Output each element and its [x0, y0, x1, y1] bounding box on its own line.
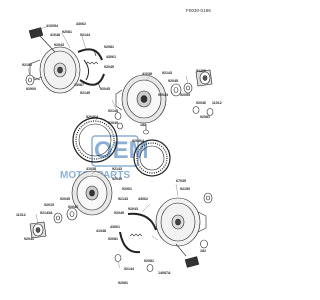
part-label: 92143 — [118, 197, 128, 201]
part-label: 92041 — [24, 237, 34, 241]
part-label: 92143A — [40, 211, 53, 215]
part-label: 41038 — [86, 167, 96, 171]
reference-code: F0030-0186 — [186, 8, 211, 13]
part-label: 92049 — [114, 211, 124, 215]
part-label: 92150 — [22, 63, 32, 67]
washer-bottom-right — [203, 192, 213, 204]
part-label: 92143 — [162, 71, 172, 75]
brake-drum-exploded-diagram: F0030-0186 OEM MOTORPARTS — [16, 8, 222, 285]
part-label: 92144 — [80, 33, 90, 37]
part-label: 11012 — [16, 213, 26, 217]
washers-mid — [114, 112, 123, 130]
part-label: 92143 — [112, 167, 122, 171]
part-label: 41048 — [50, 33, 60, 37]
small-bolts-top — [143, 106, 214, 135]
part-label: 92049 — [104, 65, 114, 69]
cam-lever-bottom — [175, 243, 200, 268]
part-label: 43061 — [106, 55, 116, 59]
part-label: 92200 — [196, 69, 206, 73]
ring-gear-top — [72, 117, 118, 163]
part-label: 92081 — [108, 237, 118, 241]
part-label: 92145 — [80, 91, 90, 95]
ring-gear-mid — [133, 139, 171, 177]
watermark-text: OEM — [94, 137, 149, 164]
hub-cap-bottom — [29, 221, 47, 239]
part-label: 92043 — [54, 43, 64, 47]
brake-drum-bottom — [71, 170, 113, 216]
part-label: 92046 — [68, 205, 78, 209]
part-number-labels: 410054 43062 92081 41048 92043 92144 920… — [16, 22, 222, 285]
part-label: 92081 — [144, 259, 154, 263]
part-label: 67035 — [176, 179, 186, 183]
part-label: 41038 — [142, 72, 152, 76]
part-label: 92046 — [196, 101, 206, 105]
part-label: 182 — [200, 249, 206, 253]
part-label: 92900 — [26, 87, 36, 91]
part-label: 92081 — [118, 281, 128, 285]
part-label: 92045 — [100, 87, 110, 91]
cam-lever-top — [28, 27, 56, 53]
part-label: 92144 — [124, 267, 134, 271]
part-label: 14087 — [74, 83, 84, 87]
part-label: 92015 — [44, 203, 54, 207]
part-label: 43061 — [110, 225, 120, 229]
part-label: 820464 — [132, 139, 144, 143]
bearing-top — [170, 82, 193, 97]
part-label: 92043 — [158, 93, 168, 97]
part-label: 92045 — [60, 197, 70, 201]
part-label: 92049 — [112, 177, 122, 181]
brake-shoes-bottom — [119, 212, 157, 254]
brake-panel-top — [29, 46, 81, 94]
part-label: 92081 — [62, 30, 72, 34]
part-label: 92143 — [108, 109, 118, 113]
part-label: 182 — [140, 123, 146, 127]
part-label: 43062 — [138, 197, 148, 201]
brake-shoes-top — [77, 48, 105, 89]
part-label: 820464 — [86, 115, 98, 119]
bolt-top-left — [25, 74, 43, 86]
part-label: 92150 — [180, 187, 190, 191]
shoe-spring-top — [85, 61, 99, 65]
part-label: 410054 — [46, 24, 58, 28]
bolts-bottom — [114, 239, 208, 272]
brake-panel-bottom — [155, 197, 207, 247]
part-label: 92043 — [128, 207, 138, 211]
hub-cap-top — [195, 69, 213, 87]
part-label: 92001 — [122, 187, 132, 191]
part-label: 14087A — [158, 271, 171, 275]
bearing-bottom — [53, 207, 78, 224]
brake-drum-top — [115, 74, 167, 124]
part-label: 92049 — [108, 121, 118, 125]
part-label: 43062 — [76, 22, 86, 26]
part-label: 92045 — [168, 79, 178, 83]
part-label: 92081 — [200, 115, 210, 119]
part-label: 41048 — [96, 229, 106, 233]
part-label: 92081 — [104, 45, 114, 49]
leader-lines — [27, 26, 189, 269]
part-label: 11012 — [212, 101, 222, 105]
part-label: 92055 — [180, 93, 190, 97]
